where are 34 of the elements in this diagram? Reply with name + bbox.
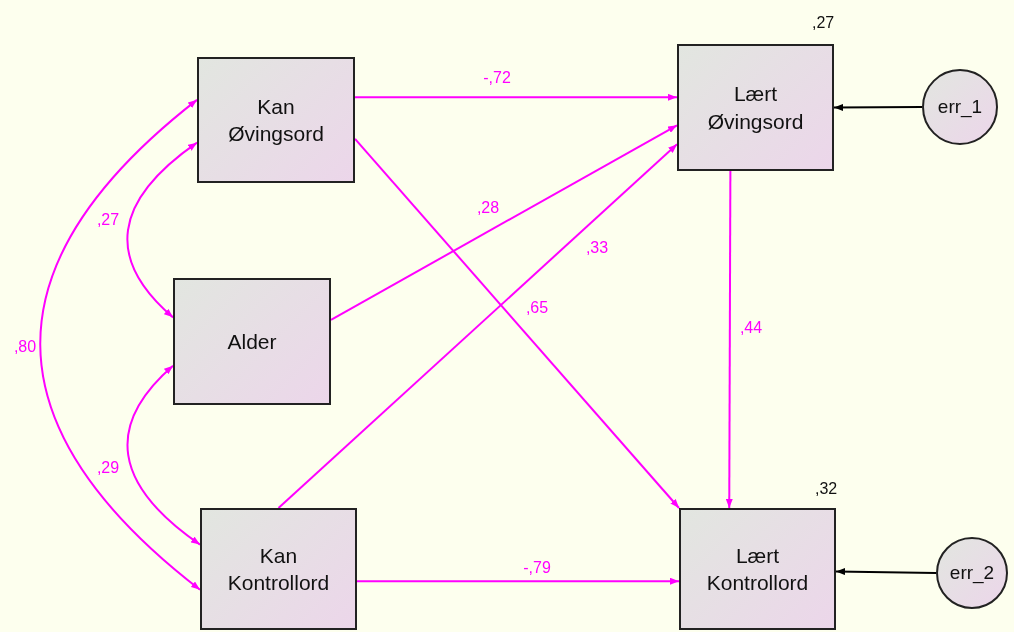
edge-label: -,79 xyxy=(522,559,552,577)
node-label: Alder xyxy=(226,328,278,355)
edge-label: -,72 xyxy=(482,69,512,87)
variable-box xyxy=(679,508,836,630)
node-label: Kan Kontrollord xyxy=(226,542,331,596)
arrow xyxy=(354,93,678,101)
edge-label: ,44 xyxy=(738,319,764,337)
edge-label: ,33 xyxy=(584,239,610,257)
variable-box xyxy=(677,44,834,171)
node-label: Lært Øvingsord xyxy=(706,81,805,135)
node-label: Kan Øvingsord xyxy=(227,93,325,147)
edge-label: ,80 xyxy=(12,338,38,356)
arrow xyxy=(126,141,198,319)
node-label: Lært Kontrollord xyxy=(705,542,810,596)
arrow xyxy=(725,170,733,509)
variable-box xyxy=(173,278,331,405)
arrow xyxy=(354,137,680,509)
arrow xyxy=(126,364,201,546)
variable-box xyxy=(197,57,355,183)
arrow xyxy=(356,577,680,585)
r-squared-value: ,27 xyxy=(812,14,835,32)
variable-box xyxy=(200,508,357,630)
arrow xyxy=(833,103,923,111)
r-squared-value: ,32 xyxy=(815,480,838,498)
edge-label: ,29 xyxy=(95,459,121,477)
node-label: err_1 xyxy=(936,94,984,120)
edge-label: ,65 xyxy=(524,299,550,317)
arrow xyxy=(330,124,678,321)
edge-label: ,28 xyxy=(475,199,501,217)
node-label: err_2 xyxy=(948,560,996,586)
arrow xyxy=(39,98,201,591)
arrow xyxy=(277,143,678,509)
arrow xyxy=(835,568,937,576)
edge-label: ,27 xyxy=(95,211,121,229)
